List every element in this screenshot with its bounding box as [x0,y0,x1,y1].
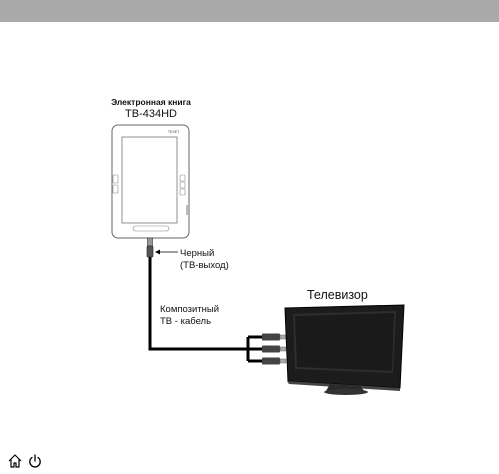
tv-caption: Телевизор [307,288,368,302]
black-label-line2: (ТВ-выход) [180,260,229,271]
header-bar [0,0,499,22]
home-icon[interactable] [7,453,23,469]
footer-icons [7,453,43,469]
svg-text:TEXET: TEXET [168,130,180,134]
black-output-label: Черный (ТВ-выход) [180,248,229,272]
av-plug [146,237,154,258]
pointer-arrow [155,249,178,255]
black-label-line1: Черный [180,248,215,259]
ebook-device: TEXET [111,124,190,239]
rca-plugs [262,333,287,365]
cable-label-line1: Композитный [160,304,220,315]
composite-cable [148,257,263,363]
composite-cable-label: Композитный ТВ - кабель [160,304,219,328]
power-icon[interactable] [27,453,43,469]
television [284,304,405,395]
ebook-model-label: ТВ-434HD [125,108,177,120]
ebook-caption: Электронная книга [111,97,191,107]
cable-label-line2: ТВ - кабель [160,316,212,327]
